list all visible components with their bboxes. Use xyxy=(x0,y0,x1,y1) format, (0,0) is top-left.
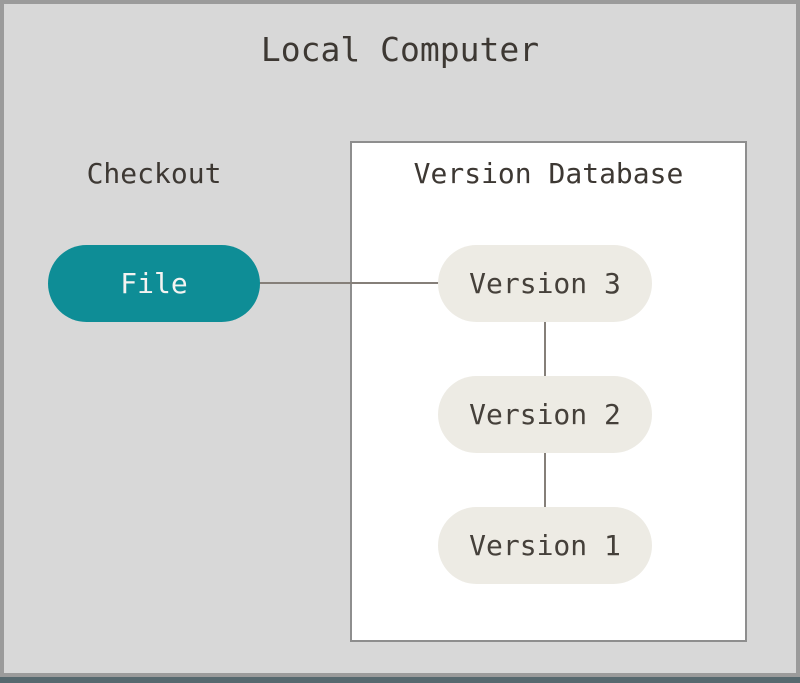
file-node: File xyxy=(48,245,260,322)
window-bottom-edge xyxy=(0,677,800,683)
connector-version3-to-version2 xyxy=(544,322,546,376)
diagram-title: Local Computer xyxy=(260,30,540,69)
connector-file-to-version3 xyxy=(258,282,442,284)
checkout-heading: Checkout xyxy=(86,157,222,190)
version-1-node: Version 1 xyxy=(438,507,652,584)
version-database-heading: Version Database xyxy=(413,157,684,190)
version-3-node: Version 3 xyxy=(438,245,652,322)
version-2-node: Version 2 xyxy=(438,376,652,453)
connector-version2-to-version1 xyxy=(544,453,546,507)
